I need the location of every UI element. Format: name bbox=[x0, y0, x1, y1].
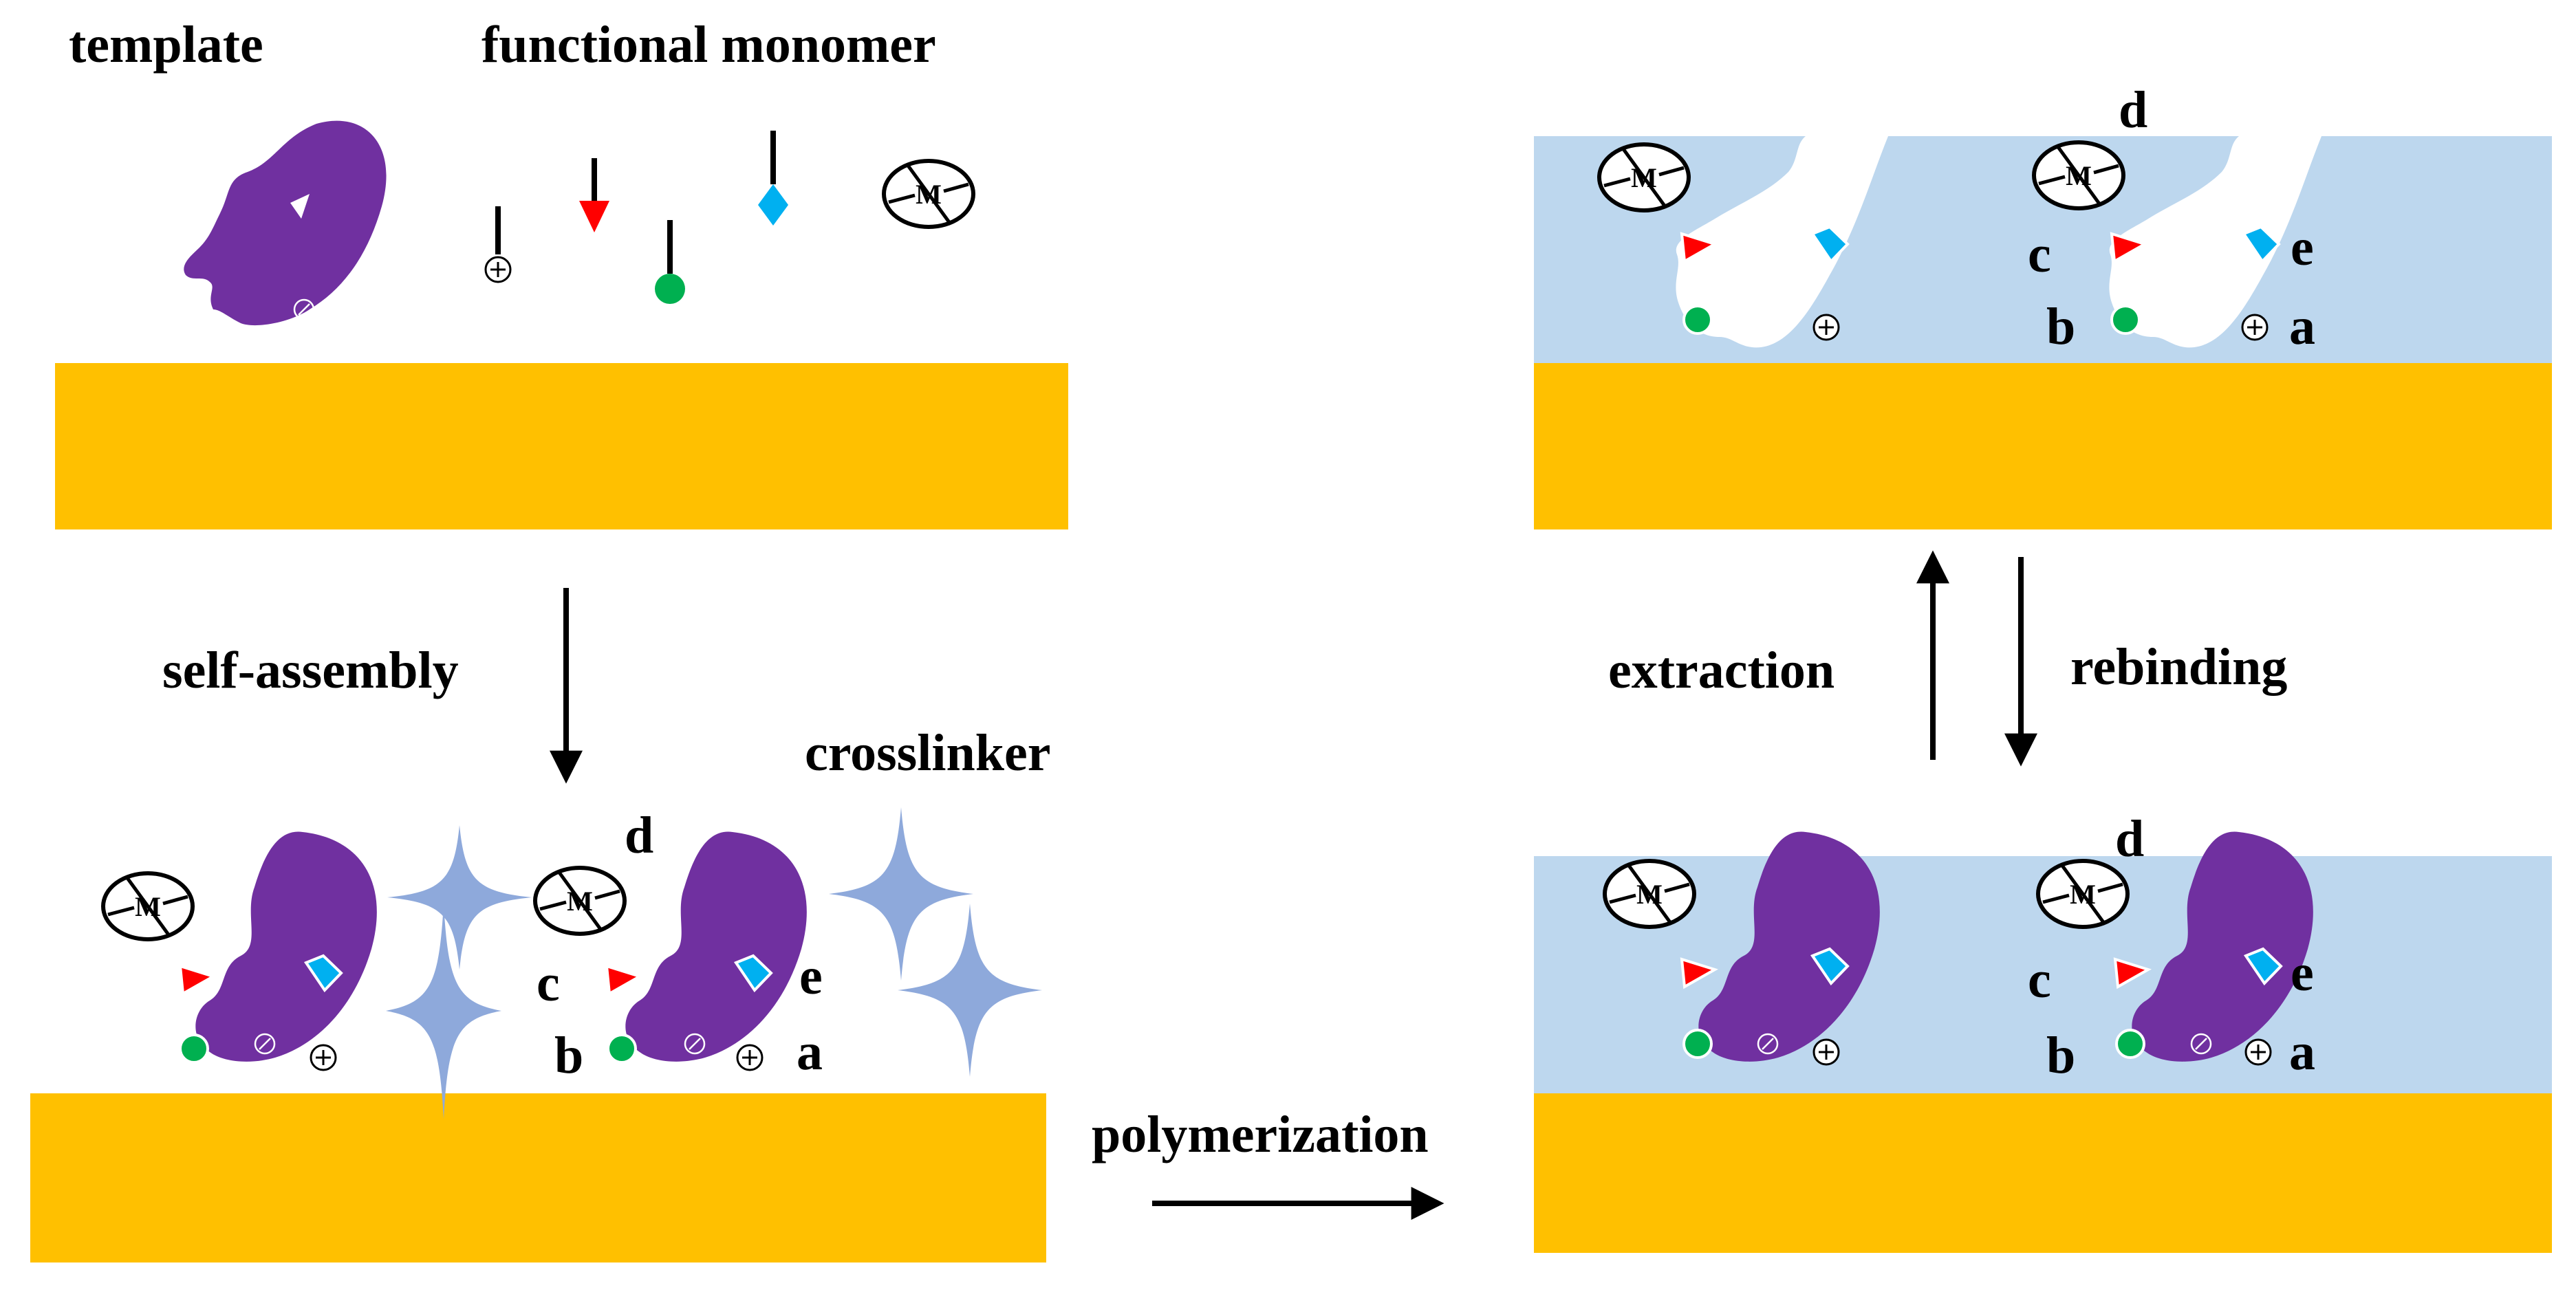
crosslinker-star bbox=[829, 807, 973, 981]
plus-monomer bbox=[736, 1044, 764, 1071]
svg-text:M: M bbox=[2070, 879, 2096, 910]
triangle-monomer bbox=[178, 964, 217, 996]
svg-text:M: M bbox=[1636, 879, 1663, 910]
metal-complex-icon: M bbox=[884, 161, 973, 227]
imprinted-cavity-1: M bbox=[1599, 136, 1888, 348]
metal-complex-icon: M bbox=[2038, 861, 2128, 927]
metal-complex-icon: M bbox=[2034, 142, 2123, 208]
circle-monomer bbox=[2110, 305, 2141, 335]
crosslinker-label: crosslinker bbox=[805, 724, 1050, 782]
circle-monomer bbox=[607, 1034, 637, 1064]
site-label-b: b bbox=[554, 1027, 583, 1084]
template-label: template bbox=[69, 16, 263, 74]
metal-complex-icon: M bbox=[103, 873, 193, 939]
site-label-a: a bbox=[2289, 298, 2315, 356]
site-label-d: d bbox=[2119, 81, 2147, 139]
substrate bbox=[1534, 363, 2552, 529]
site-label-e: e bbox=[2291, 944, 2314, 1002]
svg-text:M: M bbox=[916, 179, 942, 210]
diamond-monomer bbox=[733, 954, 773, 993]
metal-complex-icon: M bbox=[535, 868, 625, 934]
diamond-monomer bbox=[758, 131, 788, 226]
rebinding-label: rebinding bbox=[2070, 638, 2287, 696]
template-complex-1: M bbox=[1605, 831, 1881, 1066]
diamond-monomer bbox=[303, 954, 343, 993]
site-label-e: e bbox=[799, 948, 823, 1005]
panel-polymerized: M M d c b e a bbox=[1534, 810, 2552, 1253]
triangle-monomer bbox=[1680, 957, 1718, 990]
plus-monomer bbox=[484, 206, 512, 283]
plus-monomer bbox=[310, 1044, 337, 1071]
diamond-monomer bbox=[2243, 947, 2283, 986]
template-complex-1: M bbox=[103, 831, 378, 1071]
imprinted-cavity-2: M d c b e a bbox=[2028, 81, 2321, 356]
diamond-monomer bbox=[2241, 225, 2281, 264]
circle-monomer bbox=[655, 220, 685, 304]
plus-monomer bbox=[2241, 314, 2269, 341]
panel-imprinted: M M d c b e a bbox=[1534, 81, 2552, 529]
substrate bbox=[55, 363, 1068, 529]
site-label-d: d bbox=[2115, 810, 2144, 868]
triangle-monomer bbox=[1680, 232, 1718, 264]
site-label-a: a bbox=[797, 1023, 823, 1081]
svg-text:M: M bbox=[2066, 160, 2092, 191]
site-label-c: c bbox=[2028, 226, 2051, 283]
crosslinker-star bbox=[898, 904, 1042, 1077]
site-label-d: d bbox=[625, 807, 653, 864]
self-assembly-label: self-assembly bbox=[162, 642, 459, 699]
plus-monomer bbox=[2244, 1038, 2272, 1066]
template-molecule bbox=[183, 120, 387, 327]
site-label-e: e bbox=[2291, 219, 2314, 276]
svg-text:M: M bbox=[567, 886, 593, 917]
site-label-b: b bbox=[2046, 298, 2075, 356]
circle-monomer bbox=[1682, 305, 1713, 335]
panel-self-assembled: crosslinker M M bbox=[30, 724, 1050, 1262]
functional-monomer-label: functional monomer bbox=[481, 16, 936, 74]
site-label-c: c bbox=[2028, 951, 2051, 1009]
site-label-c: c bbox=[537, 954, 560, 1012]
metal-complex-icon: M bbox=[1605, 861, 1694, 927]
diamond-monomer bbox=[1810, 225, 1850, 264]
polymerization-arrow: polymerization bbox=[1092, 1106, 1444, 1220]
template-complex-2: M d c b e a bbox=[535, 807, 823, 1084]
substrate bbox=[30, 1093, 1046, 1262]
extraction-rebinding-arrows: extraction rebinding bbox=[1608, 550, 2287, 767]
diamond-monomer bbox=[1810, 947, 1850, 986]
triangle-monomer bbox=[579, 158, 609, 232]
template-complex-2: M d c b e a bbox=[2028, 810, 2315, 1084]
svg-text:M: M bbox=[1631, 162, 1657, 193]
plus-monomer bbox=[1812, 314, 1840, 341]
plus-monomer bbox=[1812, 1038, 1840, 1066]
substrate bbox=[1534, 1093, 2552, 1253]
svg-text:M: M bbox=[135, 891, 161, 922]
polymerization-label: polymerization bbox=[1092, 1106, 1429, 1163]
metal-complex-icon: M bbox=[1599, 144, 1689, 210]
panel-initial: template functional monomer M bbox=[55, 16, 1068, 529]
crosslinker-star bbox=[387, 825, 532, 970]
circle-monomer bbox=[2115, 1029, 2145, 1059]
triangle-monomer bbox=[2113, 957, 2152, 990]
triangle-monomer bbox=[2110, 232, 2148, 264]
extraction-label: extraction bbox=[1608, 642, 1834, 699]
triangle-monomer bbox=[605, 964, 643, 996]
crosslinker-star bbox=[386, 902, 501, 1119]
circle-monomer bbox=[1682, 1029, 1713, 1059]
self-assembly-arrow: self-assembly bbox=[162, 588, 583, 784]
site-label-a: a bbox=[2289, 1023, 2315, 1081]
site-label-b: b bbox=[2046, 1027, 2075, 1084]
circle-monomer bbox=[179, 1034, 209, 1064]
